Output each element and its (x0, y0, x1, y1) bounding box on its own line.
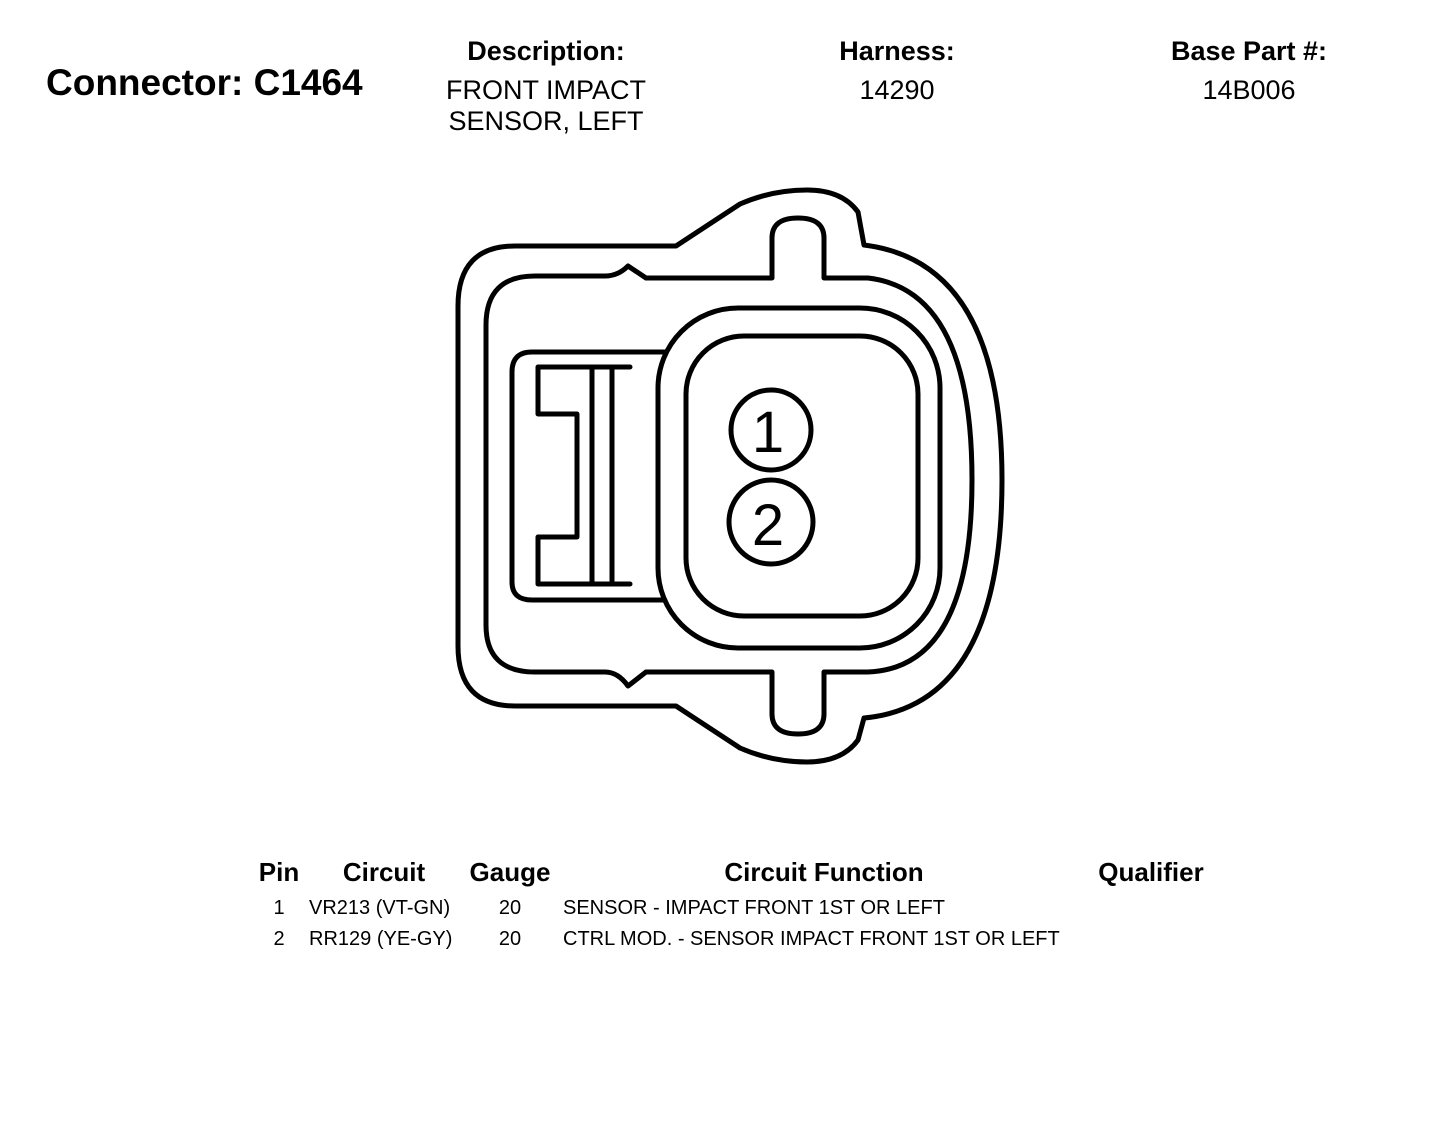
base-part-label: Base Part #: (1170, 36, 1328, 66)
mating-face-inner (683, 333, 921, 619)
connector-title: Connector: C1464 (46, 62, 363, 103)
col-header-circuit-function: Circuit Function (724, 857, 924, 887)
pin-label-1: 1 (752, 400, 784, 465)
harness-value: 14290 (859, 75, 935, 105)
col-header-pin: Pin (258, 857, 300, 887)
row-1-function: SENSOR - IMPACT FRONT 1ST OR LEFT (563, 897, 945, 919)
harness-label: Harness: (839, 36, 955, 66)
description-column: Description: FRONT IMPACT SENSOR, LEFT (420, 35, 672, 137)
col-header-qualifier: Qualifier (1098, 857, 1204, 887)
description-line-2: SENSOR, LEFT (448, 106, 644, 136)
col-header-gauge: Gauge (469, 857, 551, 887)
row-1-gauge: 20 (498, 897, 522, 919)
mating-face-outer (655, 305, 943, 651)
row-2-gauge: 20 (498, 928, 522, 950)
base-part-column: Base Part #: 14B006 (1149, 35, 1349, 106)
row-1-pin: 1 (273, 897, 285, 919)
description-value: FRONT IMPACT SENSOR, LEFT (420, 75, 672, 137)
row-1-circuit: VR213 (VT-GN) (309, 897, 451, 919)
col-header-circuit: Circuit (342, 857, 426, 887)
lock-tab-outline (509, 349, 667, 603)
base-part-value: 14B006 (1202, 75, 1296, 105)
housing-outer-outline (455, 187, 1005, 765)
pin-cavity-2 (726, 477, 816, 567)
row-2-function: CTRL MOD. - SENSOR IMPACT FRONT 1ST OR L… (563, 928, 1060, 950)
pin-label-2: 2 (752, 493, 784, 558)
harness-column: Harness: 14290 (797, 35, 997, 106)
description-label: Description: (467, 36, 625, 66)
row-2-pin: 2 (273, 928, 285, 950)
pin-cavity-1 (728, 387, 814, 473)
description-line-1: FRONT IMPACT (446, 75, 646, 105)
row-2-circuit: RR129 (YE-GY) (309, 928, 453, 950)
lock-tab-inner (535, 364, 633, 587)
housing-inner-outline (483, 215, 975, 737)
